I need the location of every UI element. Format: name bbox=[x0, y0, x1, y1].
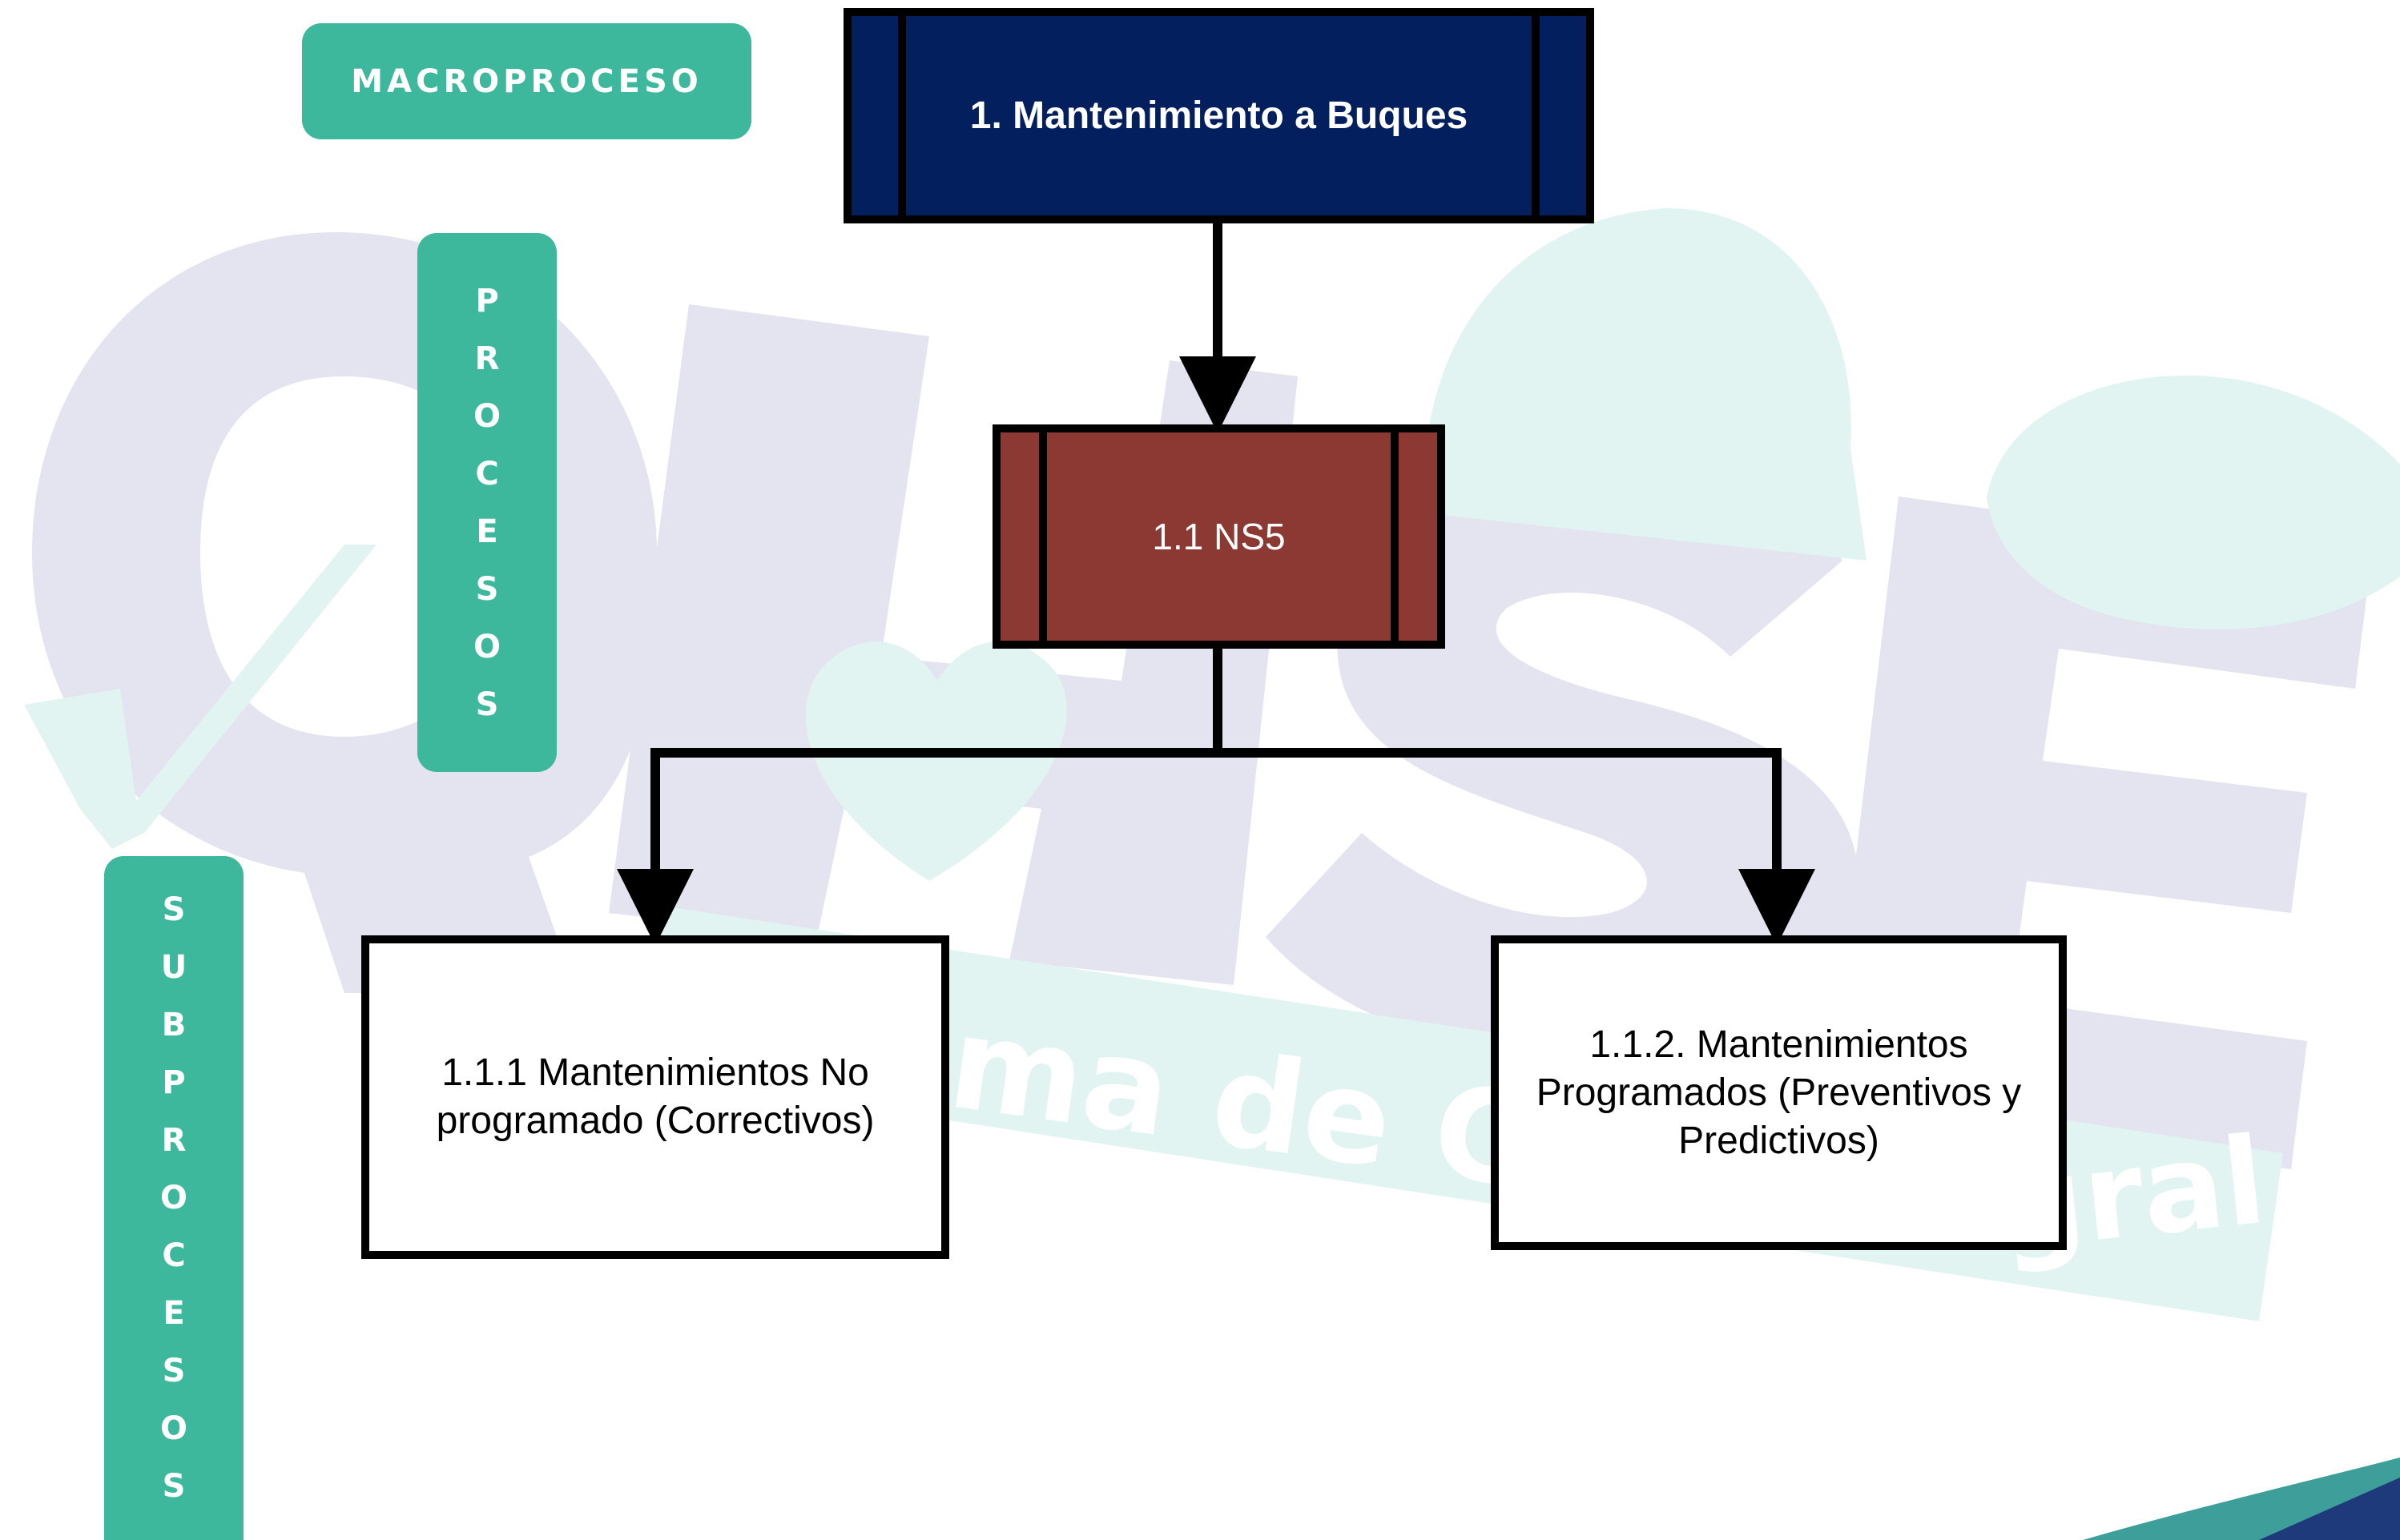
subprocesos-label: S U B P R O C E S O S bbox=[104, 856, 244, 1540]
subprocesos-letter: S bbox=[162, 1468, 186, 1505]
subproceso-node-2: 1.1.2. Mantenimientos Programados (Preve… bbox=[1491, 935, 2067, 1250]
procesos-letter: P bbox=[475, 282, 499, 320]
watermark-leaf-icon bbox=[1987, 375, 2400, 629]
subprocesos-letter: B bbox=[161, 1007, 187, 1043]
subprocesos-letter: E bbox=[163, 1295, 185, 1332]
procesos-letter: S bbox=[475, 686, 499, 723]
node-side-bar bbox=[1391, 432, 1399, 641]
node-side-bar bbox=[898, 16, 906, 215]
macroproceso-node-text: 1. Mantenimiento a Buques bbox=[969, 94, 1468, 137]
procesos-letter: S bbox=[475, 570, 499, 608]
proceso-node: 1.1 NS5 bbox=[993, 424, 1445, 649]
subprocesos-letter: R bbox=[161, 1122, 187, 1159]
subprocesos-letter: U bbox=[160, 949, 187, 986]
watermark-helmet-icon bbox=[1418, 208, 1866, 561]
procesos-label: P R O C E S O S bbox=[417, 233, 557, 772]
procesos-letter: O bbox=[473, 628, 501, 665]
corner-decoration-dark bbox=[2259, 1478, 2400, 1540]
subproceso-node-1: 1.1.1 Mantenimientos No programado (Corr… bbox=[361, 935, 949, 1259]
node-side-bar bbox=[1532, 16, 1540, 215]
node-side-bar bbox=[1039, 432, 1047, 641]
subprocesos-letter: O bbox=[159, 1410, 187, 1447]
procesos-letter: O bbox=[473, 397, 501, 435]
procesos-letter: C bbox=[475, 455, 499, 493]
proceso-node-text: 1.1 NS5 bbox=[1152, 516, 1286, 557]
subprocesos-letter: C bbox=[162, 1237, 186, 1274]
subprocesos-letter: P bbox=[162, 1064, 186, 1101]
macroproceso-text: MACROPROCESO bbox=[351, 62, 703, 100]
subprocesos-letter: S bbox=[162, 891, 186, 928]
subproceso-node-2-text: 1.1.2. Mantenimientos Programados (Preve… bbox=[1536, 1023, 2022, 1162]
subprocesos-letter: O bbox=[159, 1180, 187, 1216]
watermark-check-icon bbox=[24, 545, 377, 849]
subprocesos-letter: S bbox=[162, 1353, 186, 1389]
watermark-letter-h bbox=[609, 304, 1298, 985]
procesos-letter: R bbox=[474, 340, 500, 377]
watermark-heart-icon bbox=[805, 641, 1067, 881]
procesos-letter: E bbox=[476, 513, 498, 550]
macroproceso-node: 1. Mantenimiento a Buques bbox=[844, 8, 1594, 223]
subproceso-node-1-text: 1.1.1 Mantenimientos No programado (Corr… bbox=[436, 1051, 875, 1142]
macroproceso-label: MACROPROCESO bbox=[302, 23, 751, 139]
